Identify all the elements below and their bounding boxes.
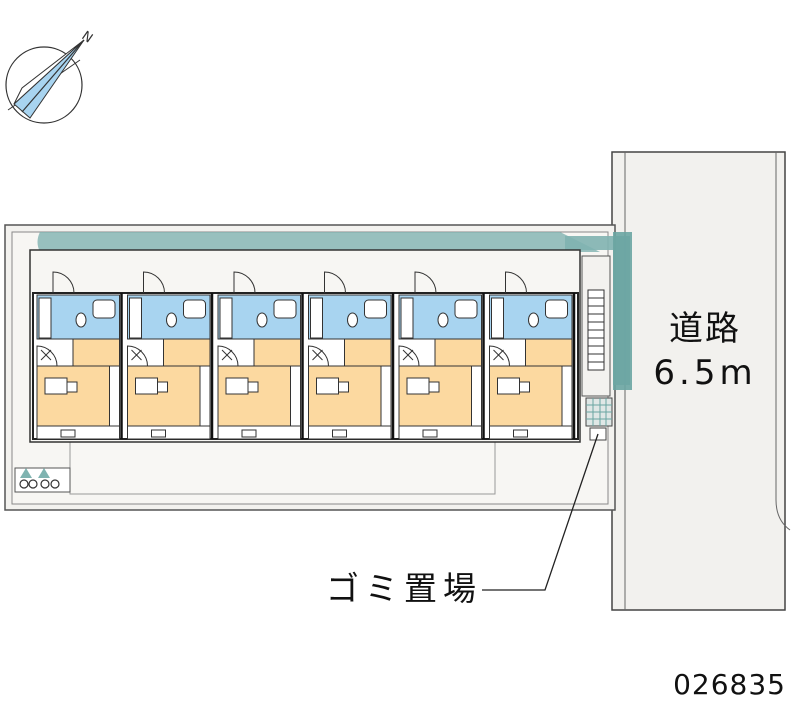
compass-icon <box>5 39 85 124</box>
apartment-unit <box>217 271 304 440</box>
road-name-label: 道路 <box>669 309 741 349</box>
reference-code: 026835 <box>673 668 786 701</box>
garbage-leader-line <box>482 433 599 591</box>
apartment-unit <box>489 271 576 440</box>
apartment-unit <box>308 271 395 440</box>
apartment-unit <box>127 271 214 440</box>
apartment-unit <box>36 271 123 440</box>
driveway <box>69 441 496 495</box>
apartment-unit <box>398 271 485 440</box>
staircase <box>581 255 611 397</box>
bicycle-icon <box>14 467 71 493</box>
road-width-label: 6.5m <box>653 353 757 393</box>
planting-strips <box>37 232 632 390</box>
unit-row <box>36 271 576 440</box>
garbage-area-label: ゴミ置場 <box>326 569 482 608</box>
